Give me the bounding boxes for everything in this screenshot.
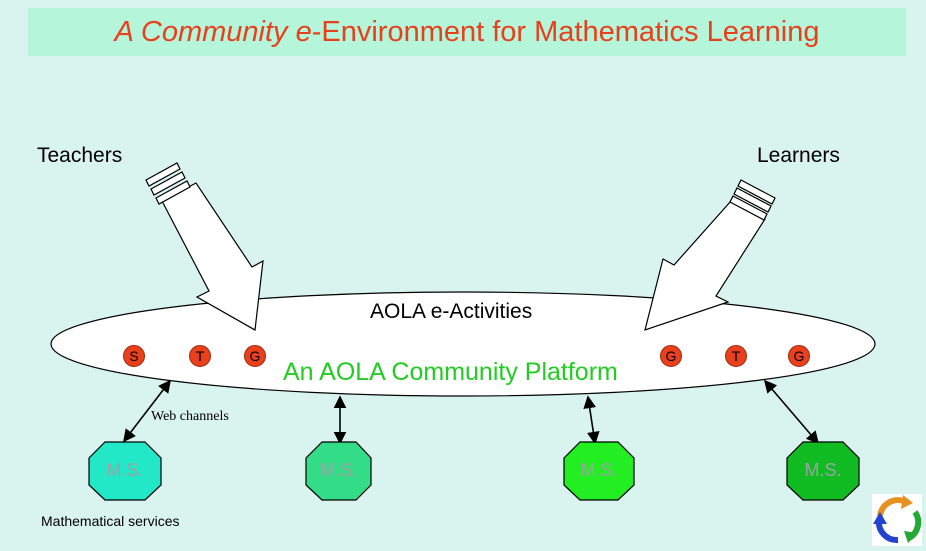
- ms-node-4-label: M.S.: [804, 460, 842, 480]
- badge-left-t: T: [189, 345, 211, 367]
- ms-node-4-shape: [786, 441, 860, 501]
- learners-label: Learners: [757, 144, 840, 167]
- badge-left-s: S: [123, 345, 145, 367]
- learners-arrow: [644, 179, 776, 331]
- recycle-arrows-icon: [872, 494, 922, 546]
- badge-right-g2: G: [788, 345, 810, 367]
- ms-node-3-shape: [563, 441, 635, 501]
- teachers-label: Teachers: [37, 144, 123, 167]
- ms-node-2-shape: [305, 441, 372, 501]
- badge-right-t: T: [725, 345, 747, 367]
- title-bar: A Community e-Environment for Mathematic…: [28, 8, 906, 56]
- web-channels-label: Web channels: [151, 409, 229, 424]
- title-italic-2: e: [295, 15, 312, 48]
- page-title: A Community e-Environment for Mathematic…: [115, 16, 820, 49]
- ms-node-2-label: M.S.: [320, 460, 358, 480]
- badge-left-g: G: [244, 345, 266, 367]
- title-italic-1: A Community: [114, 15, 288, 48]
- ms-node-3-label: M.S.: [580, 460, 618, 480]
- ms-node-1-label: M.S.: [106, 460, 144, 480]
- web-channel-links: [123, 379, 820, 445]
- mathematical-services-label: Mathematical services: [41, 513, 180, 529]
- badge-right-g: G: [660, 345, 682, 367]
- title-rest: -Environment for Mathematics Learning: [311, 15, 820, 48]
- web-channel-link-4: [763, 379, 820, 445]
- web-channel-link-1: [123, 379, 171, 443]
- platform-name: An AOLA Community Platform: [283, 358, 618, 386]
- teachers-arrow: [145, 162, 264, 331]
- web-channel-link-3: [583, 395, 600, 445]
- ms-node-1-shape: [88, 441, 162, 501]
- activities-label: AOLA e-Activities: [370, 300, 533, 323]
